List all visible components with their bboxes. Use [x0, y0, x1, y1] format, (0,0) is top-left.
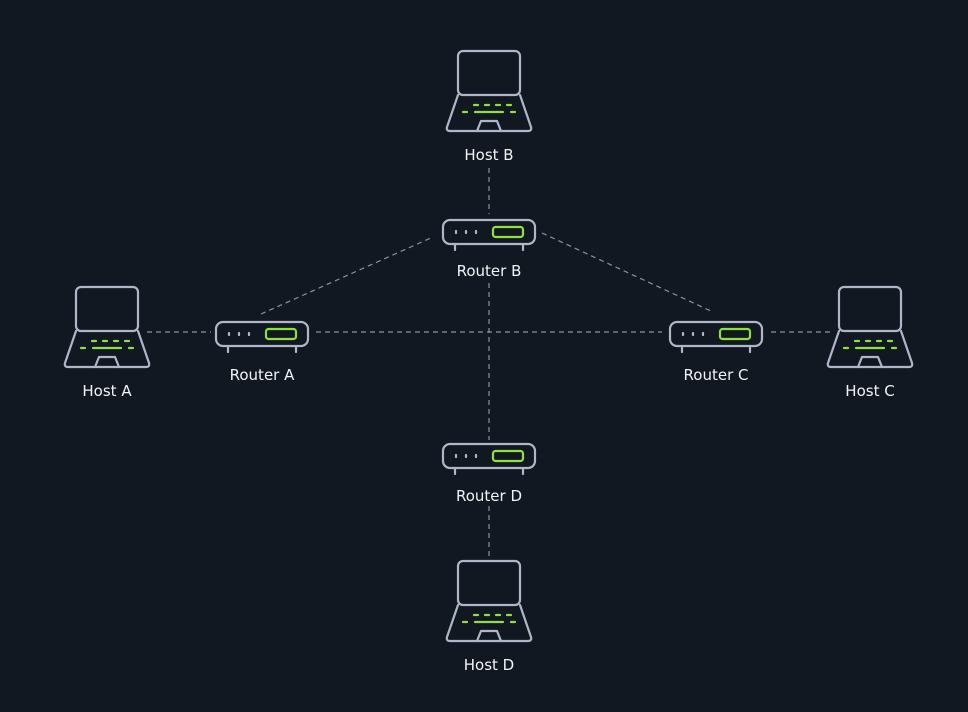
node-label: Host B — [464, 146, 513, 164]
node-host-d[interactable]: Host D — [445, 559, 533, 674]
node-label: Host D — [464, 656, 514, 674]
node-label: Host A — [82, 382, 132, 400]
node-router-c[interactable]: Router C — [668, 320, 764, 384]
laptop-icon — [826, 285, 914, 369]
router-icon — [668, 320, 764, 354]
node-host-c[interactable]: Host C — [826, 285, 914, 400]
node-host-a[interactable]: Host A — [63, 285, 151, 400]
laptop-icon — [445, 49, 533, 133]
router-icon — [441, 442, 537, 476]
node-router-a[interactable]: Router A — [214, 320, 310, 384]
laptop-icon — [445, 559, 533, 643]
router-icon — [441, 218, 537, 252]
node-host-b[interactable]: Host B — [445, 49, 533, 164]
node-label: Router C — [684, 366, 749, 384]
node-router-d[interactable]: Router D — [441, 442, 537, 505]
node-label: Router B — [457, 262, 522, 280]
node-label: Router A — [230, 366, 295, 384]
node-router-b[interactable]: Router B — [441, 218, 537, 280]
router-icon — [214, 320, 310, 354]
node-label: Host C — [845, 382, 894, 400]
link-router-a-router-b — [260, 236, 434, 315]
laptop-icon — [63, 285, 151, 369]
links — [147, 168, 833, 557]
node-label: Router D — [456, 487, 522, 505]
link-router-b-router-c — [541, 232, 714, 313]
